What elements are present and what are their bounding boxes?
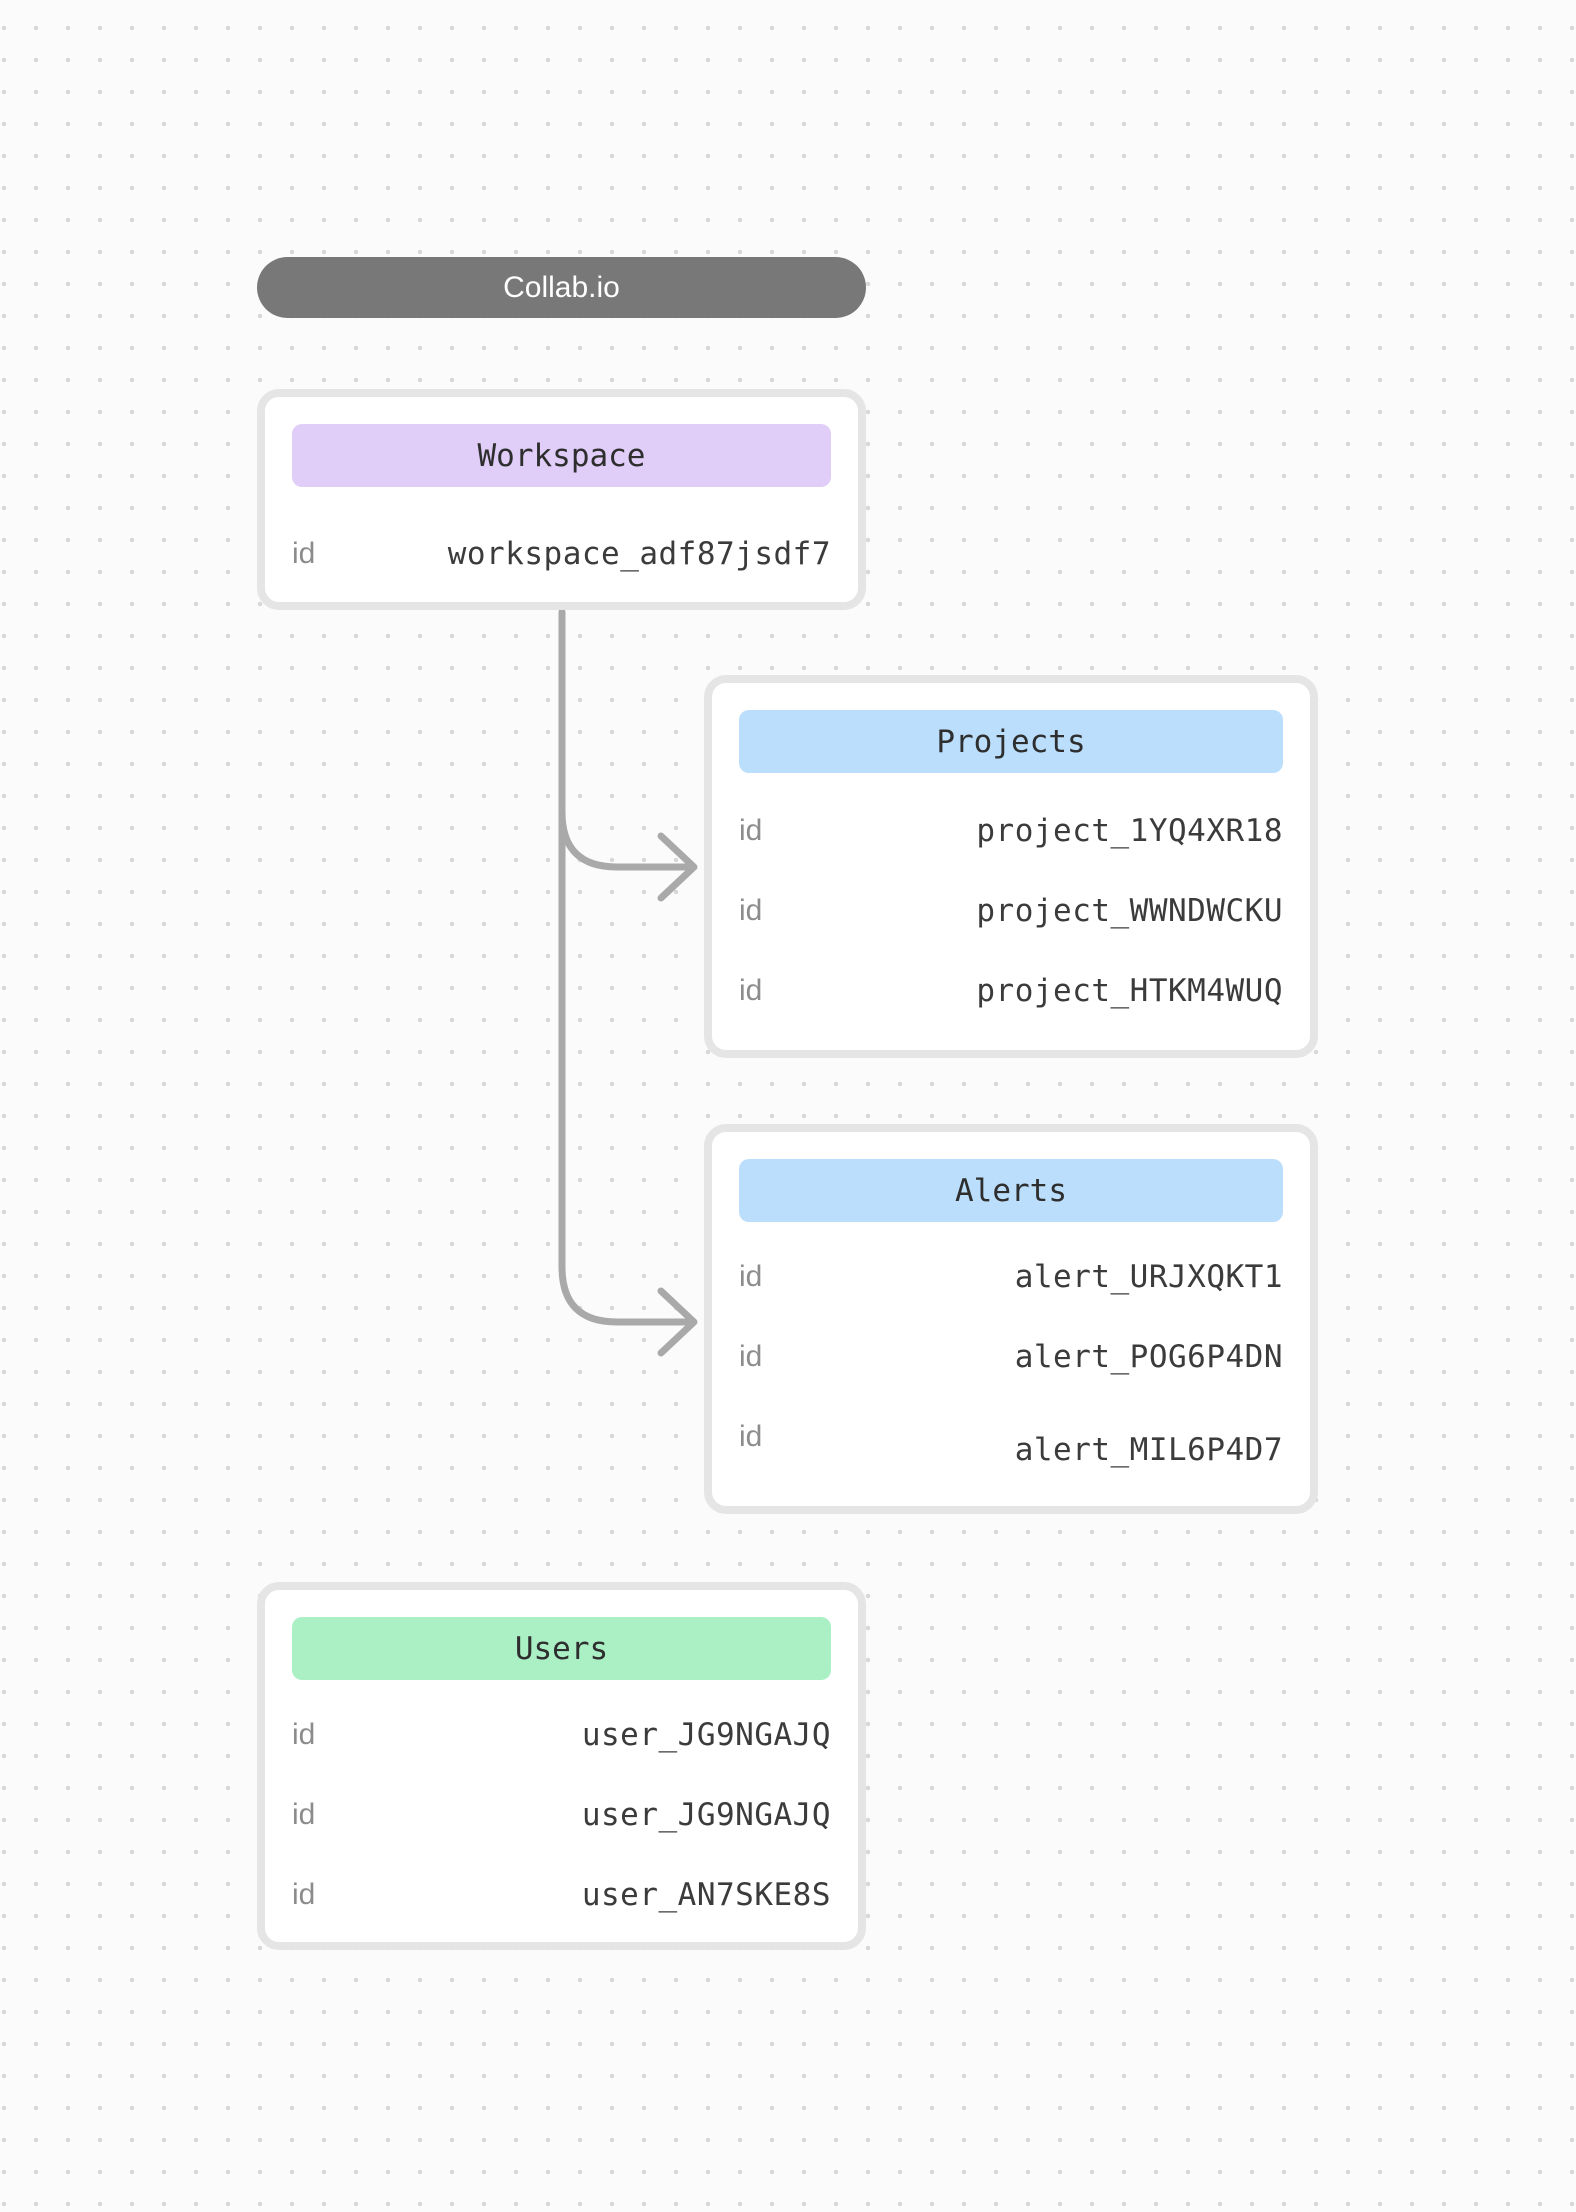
table-row: id user_AN7SKE8S xyxy=(292,1867,831,1923)
node-projects-header: Projects xyxy=(739,710,1283,773)
field-value: project_HTKM4WUQ xyxy=(976,973,1283,1009)
field-label: id xyxy=(739,814,763,847)
field-label: id xyxy=(292,1798,316,1831)
node-projects[interactable]: Projects id project_1YQ4XR18 id project_… xyxy=(704,675,1318,1058)
table-row: id user_JG9NGAJQ xyxy=(292,1707,831,1763)
field-value: project_WWNDWCKU xyxy=(976,893,1283,929)
field-label: id xyxy=(739,1260,763,1293)
node-users-rows: id user_JG9NGAJQ id user_JG9NGAJQ id use… xyxy=(292,1707,831,1923)
node-workspace[interactable]: Workspace id workspace_adf87jsdf7 xyxy=(257,389,866,610)
field-label: id xyxy=(739,1420,763,1453)
node-workspace-rows: id workspace_adf87jsdf7 xyxy=(292,526,831,582)
node-alerts-rows: id alert_URJXQKT1 id alert_POG6P4DN id a… xyxy=(739,1249,1283,1468)
connector-workspace-projects xyxy=(558,808,691,871)
field-label: id xyxy=(739,894,763,927)
table-row: id project_HTKM4WUQ xyxy=(739,963,1283,1019)
diagram-title-node[interactable]: Collab.io xyxy=(257,257,866,318)
node-alerts-header: Alerts xyxy=(739,1159,1283,1222)
table-row: id workspace_adf87jsdf7 xyxy=(292,526,831,582)
field-value: user_JG9NGAJQ xyxy=(581,1717,831,1753)
node-workspace-header: Workspace xyxy=(292,424,831,487)
field-label: id xyxy=(292,537,316,570)
table-row: id user_JG9NGAJQ xyxy=(292,1787,831,1843)
field-value: alert_POG6P4DN xyxy=(1014,1339,1283,1375)
table-row: id alert_POG6P4DN xyxy=(739,1329,1283,1385)
table-row: id project_WWNDWCKU xyxy=(739,883,1283,939)
field-value: project_1YQ4XR18 xyxy=(976,813,1283,849)
field-value: user_AN7SKE8S xyxy=(581,1877,831,1913)
field-label: id xyxy=(292,1878,316,1911)
field-label: id xyxy=(739,974,763,1007)
field-value: workspace_adf87jsdf7 xyxy=(447,536,831,572)
connector-workspace-alerts xyxy=(558,608,691,1326)
field-label: id xyxy=(739,1340,763,1373)
table-row: id project_1YQ4XR18 xyxy=(739,803,1283,859)
node-users[interactable]: Users id user_JG9NGAJQ id user_JG9NGAJQ … xyxy=(257,1582,866,1950)
field-value: alert_URJXQKT1 xyxy=(1014,1259,1283,1295)
table-row: id alert_MIL6P4D7 xyxy=(739,1409,1283,1468)
node-users-header: Users xyxy=(292,1617,831,1680)
field-value: user_JG9NGAJQ xyxy=(581,1797,831,1833)
arrowhead-alerts-icon xyxy=(657,1287,698,1357)
arrowhead-projects-icon xyxy=(657,832,698,902)
table-row: id alert_URJXQKT1 xyxy=(739,1249,1283,1305)
node-alerts[interactable]: Alerts id alert_URJXQKT1 id alert_POG6P4… xyxy=(704,1124,1318,1514)
field-value: alert_MIL6P4D7 xyxy=(1014,1432,1283,1468)
field-label: id xyxy=(292,1718,316,1751)
node-projects-rows: id project_1YQ4XR18 id project_WWNDWCKU … xyxy=(739,803,1283,1019)
